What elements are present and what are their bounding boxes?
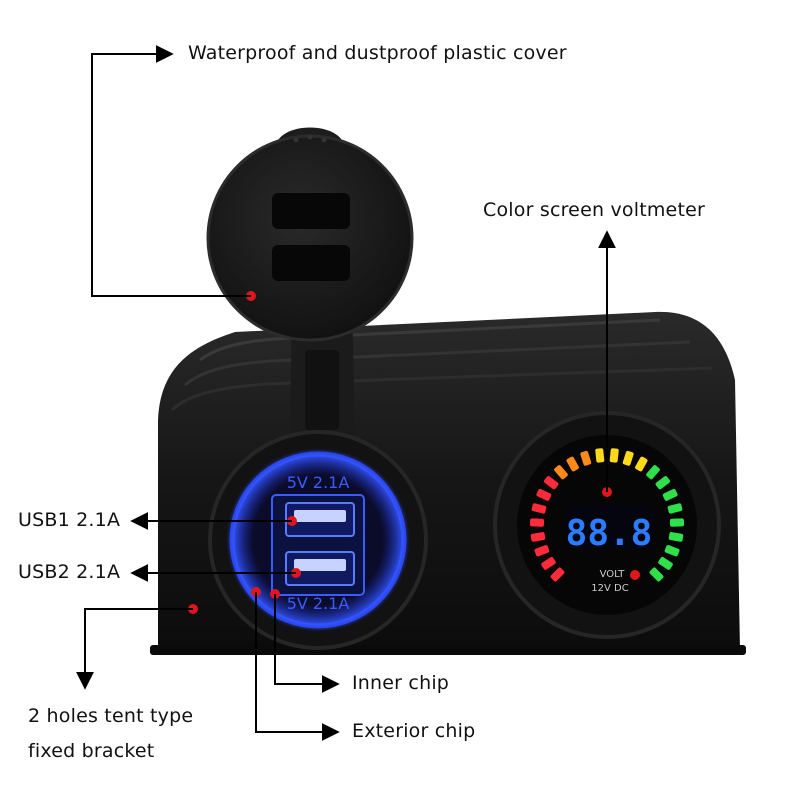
label-exterior-chip: Exterior chip <box>352 720 476 742</box>
label-bracket-line2: fixed bracket <box>28 740 155 762</box>
voltmeter-led-segment <box>649 567 664 582</box>
label-usb2: USB2 2.1A <box>18 561 121 583</box>
leader-lines <box>76 45 616 741</box>
leader-exterior-chip <box>255 592 340 741</box>
voltmeter-led-segment <box>550 567 565 582</box>
voltmeter-led-segment <box>534 545 550 557</box>
leader-inner-chip <box>274 594 340 693</box>
label-usb1: USB1 2.1A <box>18 509 121 531</box>
voltmeter-led-ring <box>529 448 685 582</box>
voltmeter <box>493 411 721 639</box>
voltmeter-led-segment <box>536 488 552 501</box>
voltmeter-led-segment <box>655 476 670 490</box>
voltmeter-led-segment <box>622 450 634 466</box>
label-inner-chip: Inner chip <box>352 672 450 694</box>
voltmeter-led-segment <box>580 450 592 466</box>
voltmeter-led-segment <box>635 456 648 472</box>
leader-cover <box>91 45 251 297</box>
voltmeter-led-segment <box>541 556 556 570</box>
voltmeter-word: VOLT <box>600 569 626 580</box>
label-voltmeter: Color screen voltmeter <box>483 199 705 221</box>
voltmeter-led-segment <box>554 465 568 480</box>
plastic-cover <box>206 127 414 342</box>
voltmeter-rating: 12V DC <box>591 583 628 594</box>
voltmeter-led-segment <box>664 545 680 557</box>
voltmeter-led-segment <box>662 488 678 501</box>
voltmeter-led-segment <box>530 532 546 542</box>
usb-top-rating: 5V 2.1A <box>287 473 350 492</box>
usb-socket <box>208 430 428 650</box>
voltmeter-led-segment <box>595 448 605 463</box>
voltmeter-led-segment <box>544 476 559 490</box>
voltmeter-led-segment <box>669 518 685 527</box>
voltmeter-led-segment <box>667 503 683 514</box>
voltmeter-led-segment <box>668 532 684 542</box>
voltmeter-led-segment <box>609 448 619 463</box>
voltmeter-led-segment <box>529 518 545 527</box>
label-cover: Waterproof and dustproof plastic cover <box>188 42 567 64</box>
voltmeter-led-segment <box>658 556 673 570</box>
label-bracket-line1: 2 holes tent type <box>28 705 194 727</box>
voltmeter-led-segment <box>646 465 660 480</box>
marker-voltmeter-dc <box>630 570 640 580</box>
voltmeter-led-segment <box>531 503 547 514</box>
voltmeter-led-segment <box>566 456 579 472</box>
leader-bracket <box>76 608 193 690</box>
usb-bottom-rating: 5V 2.1A <box>287 594 350 613</box>
voltmeter-digits: 88.8 <box>566 513 653 554</box>
